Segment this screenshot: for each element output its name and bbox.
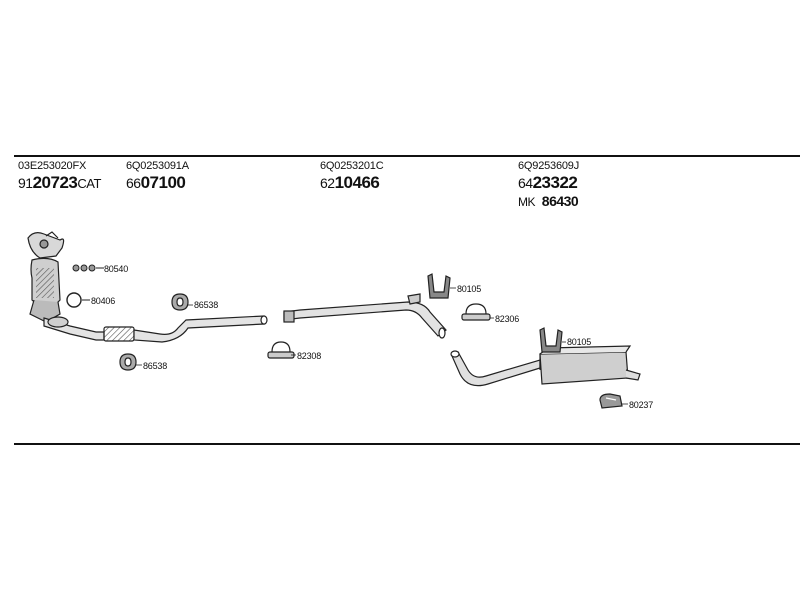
article-prefix: 91 xyxy=(18,175,33,191)
part-column-1: 03E253020FX 9120723CAT xyxy=(18,160,101,193)
article-prefix: 62 xyxy=(320,175,335,191)
label-hanger-tail: 80237 xyxy=(629,400,654,410)
label-clamp-right: 82306 xyxy=(495,314,520,324)
bottom-divider xyxy=(14,443,800,445)
article-suffix: CAT xyxy=(77,176,101,191)
label-clamp-center: 82308 xyxy=(297,351,322,361)
catalytic-converter xyxy=(29,257,61,323)
article-number: 6423322 xyxy=(518,173,579,193)
clamp-86538-mid xyxy=(171,293,189,311)
top-divider xyxy=(14,155,800,157)
label-hanger-rear: 80105 xyxy=(567,337,592,347)
article-main: 10466 xyxy=(334,173,380,192)
oe-number: 03E253020FX xyxy=(18,160,87,172)
part-column-3: 6Q0253201C 6210466 xyxy=(320,160,384,193)
mounting-kit-number: MK 86430 xyxy=(518,193,579,209)
hanger-80237 xyxy=(599,393,623,409)
clamp-82308 xyxy=(267,341,295,359)
label-clamp-low: 86538 xyxy=(143,361,168,371)
oe-number: 6Q0253201C xyxy=(320,160,384,172)
clamp-82306 xyxy=(461,303,491,321)
article-main: 23322 xyxy=(532,173,578,192)
rear-silencer xyxy=(450,345,641,387)
article-main: 20723 xyxy=(32,173,78,192)
article-main: 07100 xyxy=(140,173,186,192)
hanger-80105-rear xyxy=(539,327,563,353)
kit-main: 86430 xyxy=(541,193,579,209)
label-hanger-upper: 80105 xyxy=(457,284,482,294)
middle-pipe xyxy=(283,293,447,339)
exhaust-manifold xyxy=(27,231,65,259)
label-gasket: 80540 xyxy=(104,264,129,274)
clamp-86538-low xyxy=(119,353,137,371)
article-number: 6607100 xyxy=(126,173,189,193)
kit-prefix: MK xyxy=(518,195,536,209)
hanger-80105-upper xyxy=(427,273,451,299)
oe-number: 6Q0253091A xyxy=(126,160,189,172)
label-leaders xyxy=(136,287,628,405)
part-column-4: 6Q9253609J 6423322 MK 86430 xyxy=(518,160,579,209)
article-number: 9120723CAT xyxy=(18,173,101,193)
front-pipe xyxy=(43,315,268,343)
part-column-2: 6Q0253091A 6607100 xyxy=(126,160,189,193)
oe-number: 6Q9253609J xyxy=(518,160,579,172)
article-number: 6210466 xyxy=(320,173,383,193)
label-clamp-mid: 86538 xyxy=(194,300,219,310)
article-prefix: 66 xyxy=(126,175,141,191)
gasket-80540 xyxy=(72,264,104,272)
article-prefix: 64 xyxy=(518,175,533,191)
label-ring: 80406 xyxy=(91,296,116,306)
ring-80406 xyxy=(66,292,90,308)
